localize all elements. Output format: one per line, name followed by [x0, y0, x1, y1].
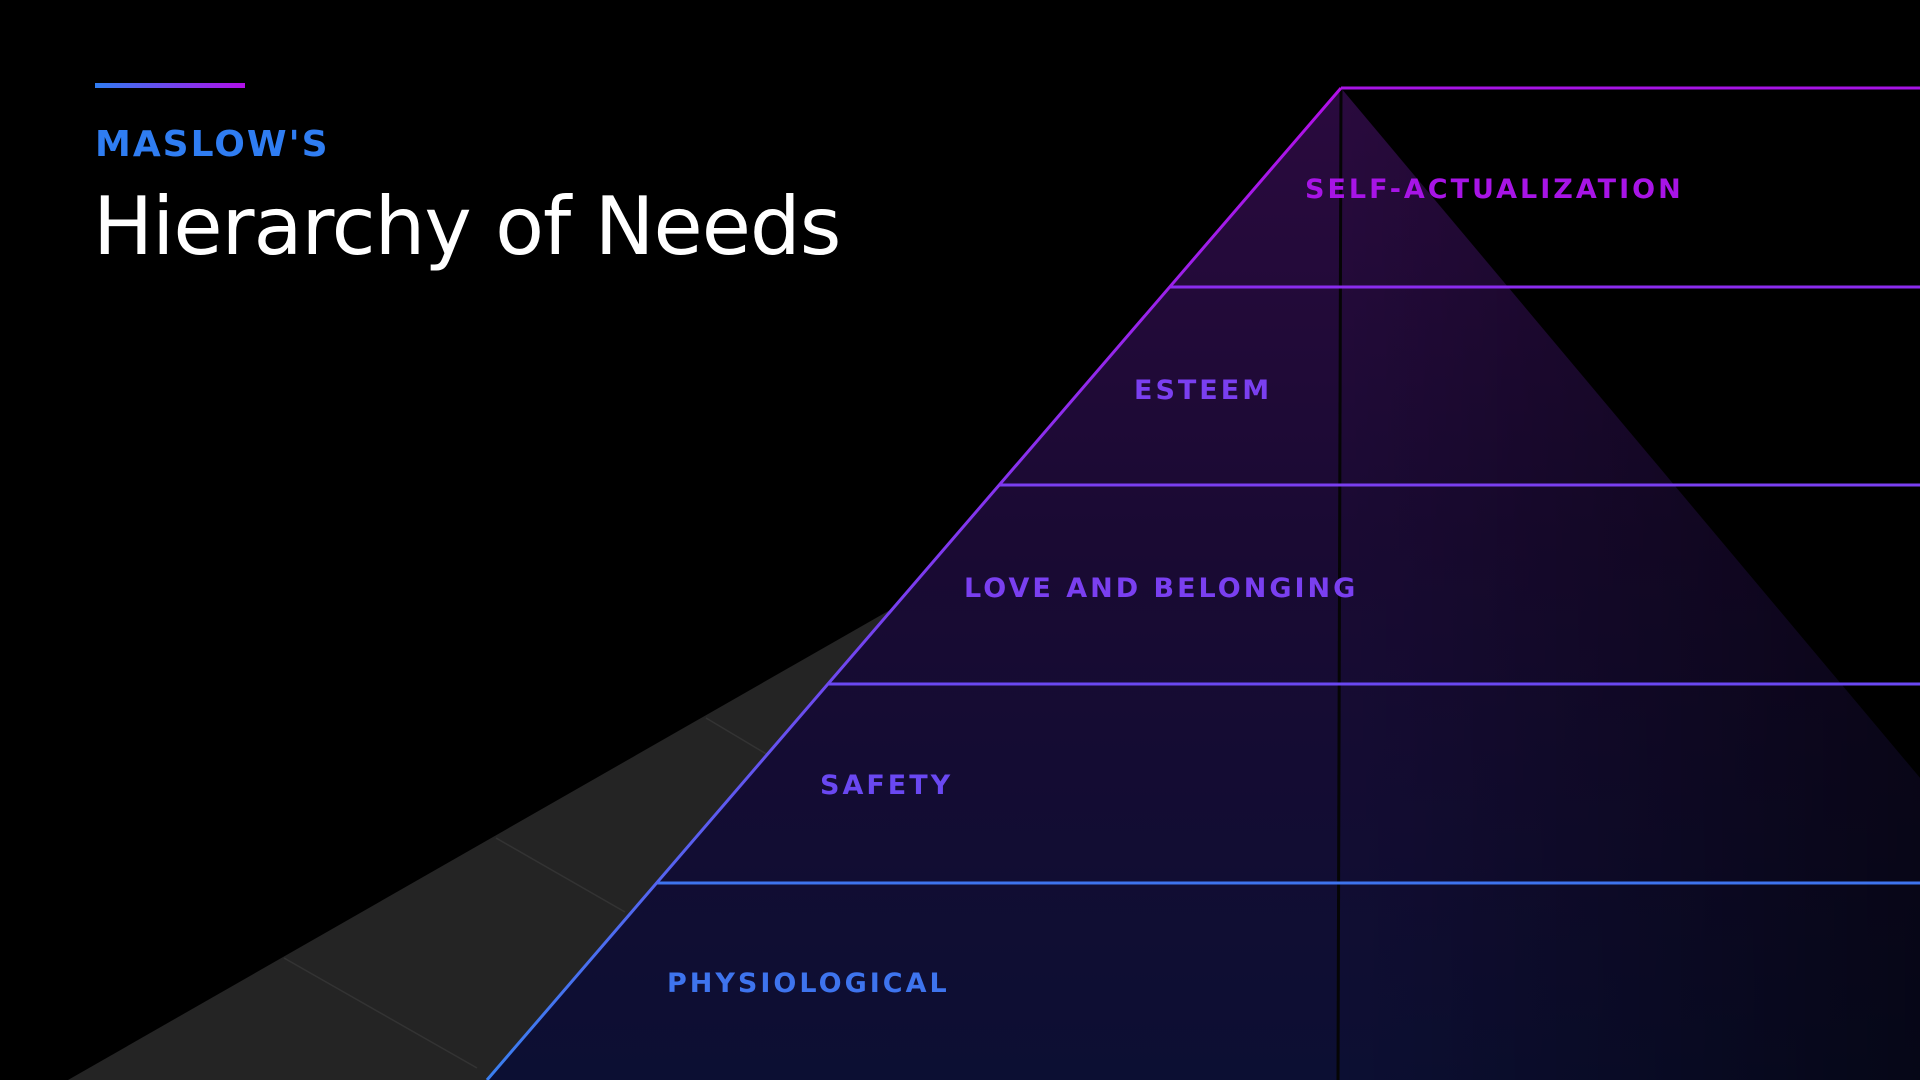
- page-title: Hierarchy of Needs: [93, 180, 841, 273]
- tier-labels: SELF-ACTUALIZATION ESTEEM LOVE AND BELON…: [667, 174, 1684, 999]
- pyramid-ridge: [1336, 87, 1343, 1080]
- tier-label-physiological: PHYSIOLOGICAL: [667, 968, 950, 999]
- pyramid-left-edge: [485, 87, 1343, 1080]
- tier-label-love-and-belonging: LOVE AND BELONGING: [964, 573, 1358, 604]
- shadow-seams: [283, 717, 769, 1069]
- pyramid-shadow: [68, 610, 890, 1080]
- accent-bar: [95, 83, 245, 88]
- eyebrow-label: MASLOW'S: [95, 124, 330, 165]
- tier-label-safety: SAFETY: [820, 770, 953, 801]
- pyramid-right-shade: [1338, 88, 1920, 1080]
- tier-dividers: [656, 86, 1920, 885]
- tier-label-self-actualization: SELF-ACTUALIZATION: [1305, 174, 1684, 205]
- tier-label-esteem: ESTEEM: [1134, 375, 1272, 406]
